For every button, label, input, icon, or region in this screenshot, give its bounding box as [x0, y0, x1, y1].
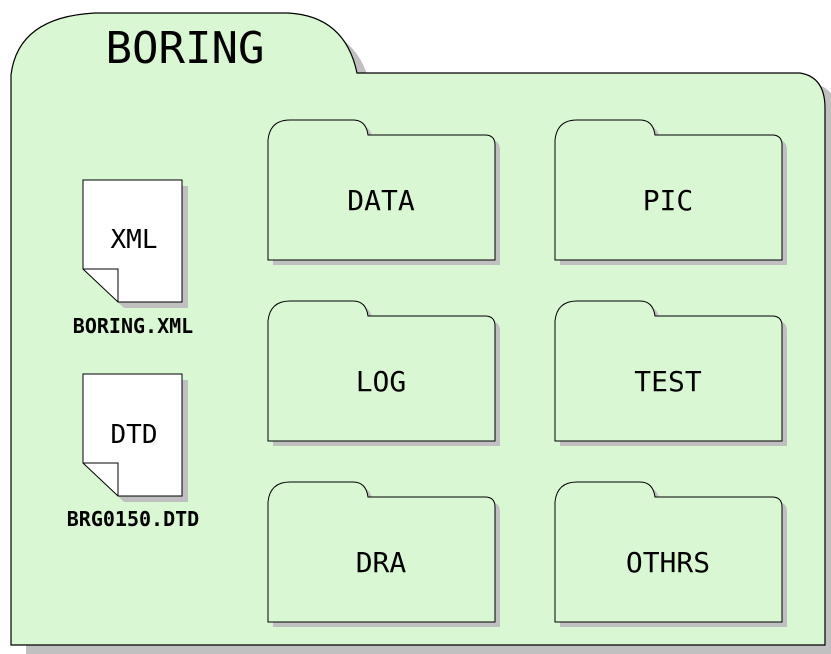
folder-test-label: TEST — [634, 365, 702, 398]
dtd-file-name: BRG0150.DTD — [67, 507, 199, 531]
dtd-file-type-label: DTD — [111, 420, 158, 450]
folder-pic-icon — [554, 119, 783, 261]
dtd-file-icon — [82, 373, 183, 497]
folder-pic-label: PIC — [643, 184, 694, 217]
folder-log[interactable]: LOG — [267, 300, 500, 446]
folder-dra-icon — [267, 481, 496, 623]
folder-dra-label: DRA — [356, 546, 407, 579]
folder-data[interactable]: DATA — [267, 119, 500, 265]
root-folder-label: BORING — [106, 23, 265, 74]
xml-file[interactable]: XML BORING.XML — [73, 179, 193, 338]
folder-test[interactable]: TEST — [554, 300, 787, 446]
folder-log-icon — [267, 300, 496, 442]
folder-data-label: DATA — [347, 184, 415, 217]
folder-log-label: LOG — [356, 365, 407, 398]
folder-othrs[interactable]: OTHRS — [554, 481, 787, 627]
xml-file-name: BORING.XML — [73, 314, 193, 338]
folder-dra[interactable]: DRA — [267, 481, 500, 627]
dtd-file[interactable]: DTD BRG0150.DTD — [67, 373, 199, 531]
folder-test-icon — [554, 300, 783, 442]
xml-file-type-label: XML — [111, 225, 158, 255]
folder-pic[interactable]: PIC — [554, 119, 787, 265]
folder-data-icon — [267, 119, 496, 261]
xml-file-fold — [83, 268, 119, 302]
folder-othrs-icon — [554, 481, 783, 623]
folder-othrs-label: OTHRS — [626, 546, 710, 579]
xml-file-icon — [82, 179, 183, 303]
dtd-file-fold — [83, 462, 119, 496]
